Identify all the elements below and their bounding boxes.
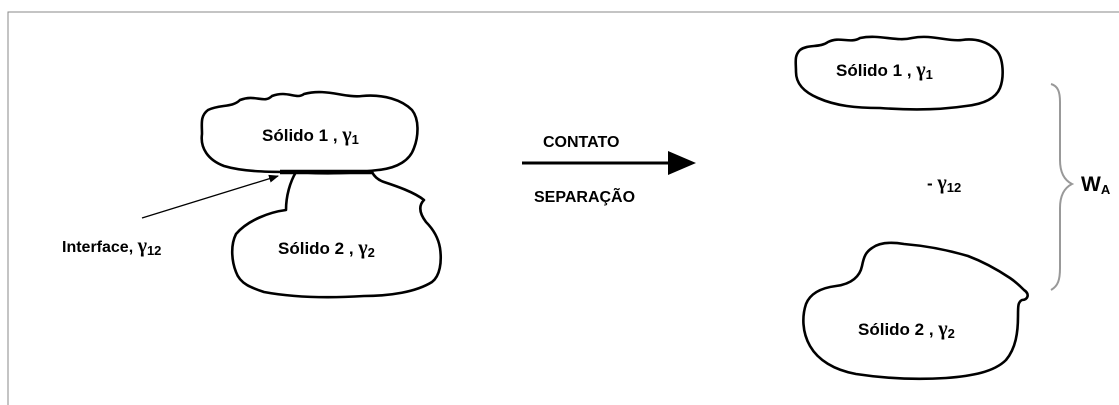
left-solid-1-label: Sólido 1 , γ1 bbox=[262, 124, 359, 147]
left-solid-2-blob bbox=[230, 170, 443, 299]
right-solid-1-label: Sólido 1 , γ1 bbox=[836, 59, 933, 82]
separacao-label: SEPARAÇÃO bbox=[534, 186, 635, 206]
frame-border bbox=[7, 11, 1119, 405]
work-of-adhesion-label: WA bbox=[1081, 173, 1111, 197]
interface-pointer-arrow bbox=[141, 174, 279, 219]
right-solid-1-blob bbox=[794, 35, 1004, 111]
left-solid-2-label: Sólido 2 , γ2 bbox=[278, 237, 375, 260]
left-solid-1-blob bbox=[200, 90, 419, 175]
contato-label: CONTATO bbox=[543, 134, 619, 151]
interface-label: Interface, γ12 bbox=[62, 235, 161, 258]
right-solid-2-label: Sólido 2 , γ2 bbox=[858, 318, 955, 341]
curly-brace bbox=[1050, 83, 1075, 291]
right-solid-2-blob bbox=[802, 241, 1029, 381]
minus-gamma-12-label: - γ12 bbox=[927, 172, 961, 195]
process-arrowhead bbox=[668, 151, 696, 175]
